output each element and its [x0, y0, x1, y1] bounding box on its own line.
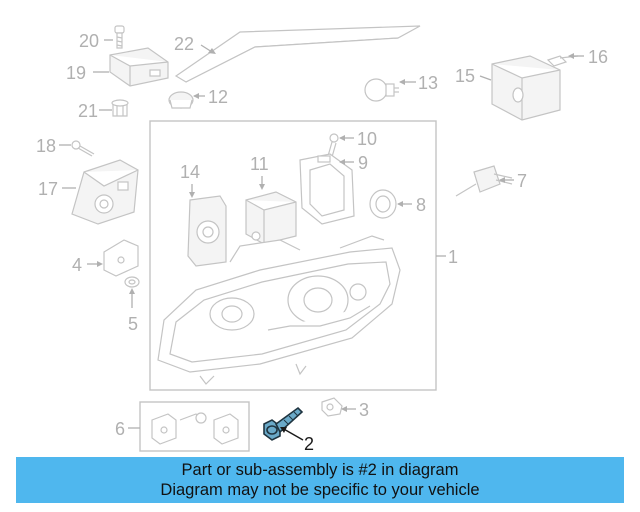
- part-21-clip: [111, 99, 129, 117]
- part-6-kit-contents: [151, 412, 239, 445]
- callout-2: 2: [304, 434, 314, 454]
- part-19-control-module: [109, 47, 169, 87]
- part-22-trim-strip: [174, 25, 421, 83]
- callout-4: 4: [72, 255, 82, 275]
- callout-15: 15: [455, 66, 475, 86]
- part-4-bracket: [103, 239, 139, 277]
- part-5-nut: [124, 276, 140, 288]
- leader-15: [479, 75, 492, 81]
- callout-20: 20: [79, 31, 99, 51]
- part-12-cap: [168, 91, 194, 109]
- part-3-grommet: [321, 397, 343, 417]
- callout-8: 8: [416, 195, 426, 215]
- callout-14: 14: [180, 162, 200, 182]
- callout-19: 19: [66, 63, 86, 83]
- part-2-bolt-highlighted: [263, 406, 304, 441]
- callout-10: 10: [357, 129, 377, 149]
- info-banner: Part or sub-assembly is #2 in diagram Di…: [16, 457, 624, 503]
- part-18-screw: [71, 140, 95, 157]
- banner-line-1: Part or sub-assembly is #2 in diagram: [181, 461, 459, 479]
- part-14-lens-module: [187, 195, 227, 267]
- part-8-ring: [369, 189, 397, 219]
- headlamp-housing: [157, 235, 401, 385]
- part-6-kit-box: [139, 401, 250, 452]
- callout-9: 9: [358, 153, 368, 173]
- part-11-leveling-motor: [245, 191, 297, 245]
- callout-21: 21: [78, 101, 98, 121]
- callout-18: 18: [36, 136, 56, 156]
- part-10-screw: [327, 133, 339, 158]
- callout-12: 12: [208, 87, 228, 107]
- callout-11: 11: [250, 154, 269, 174]
- part-17-bracket-module: [71, 159, 139, 225]
- callout-16: 16: [588, 47, 608, 67]
- callout-13: 13: [418, 73, 438, 93]
- part-20-screw: [114, 25, 125, 49]
- callout-22: 22: [174, 34, 194, 54]
- part-13-bulb: [364, 78, 399, 102]
- part-15-ballast: [491, 55, 561, 121]
- callout-6: 6: [115, 419, 125, 439]
- callout-7: 7: [517, 171, 527, 191]
- callout-1: 1: [448, 247, 458, 267]
- callout-3: 3: [359, 400, 369, 420]
- callout-5: 5: [128, 314, 138, 334]
- banner-line-2: Diagram may not be specific to your vehi…: [160, 481, 480, 499]
- part-9-frame: [299, 153, 355, 225]
- callout-17: 17: [38, 179, 58, 199]
